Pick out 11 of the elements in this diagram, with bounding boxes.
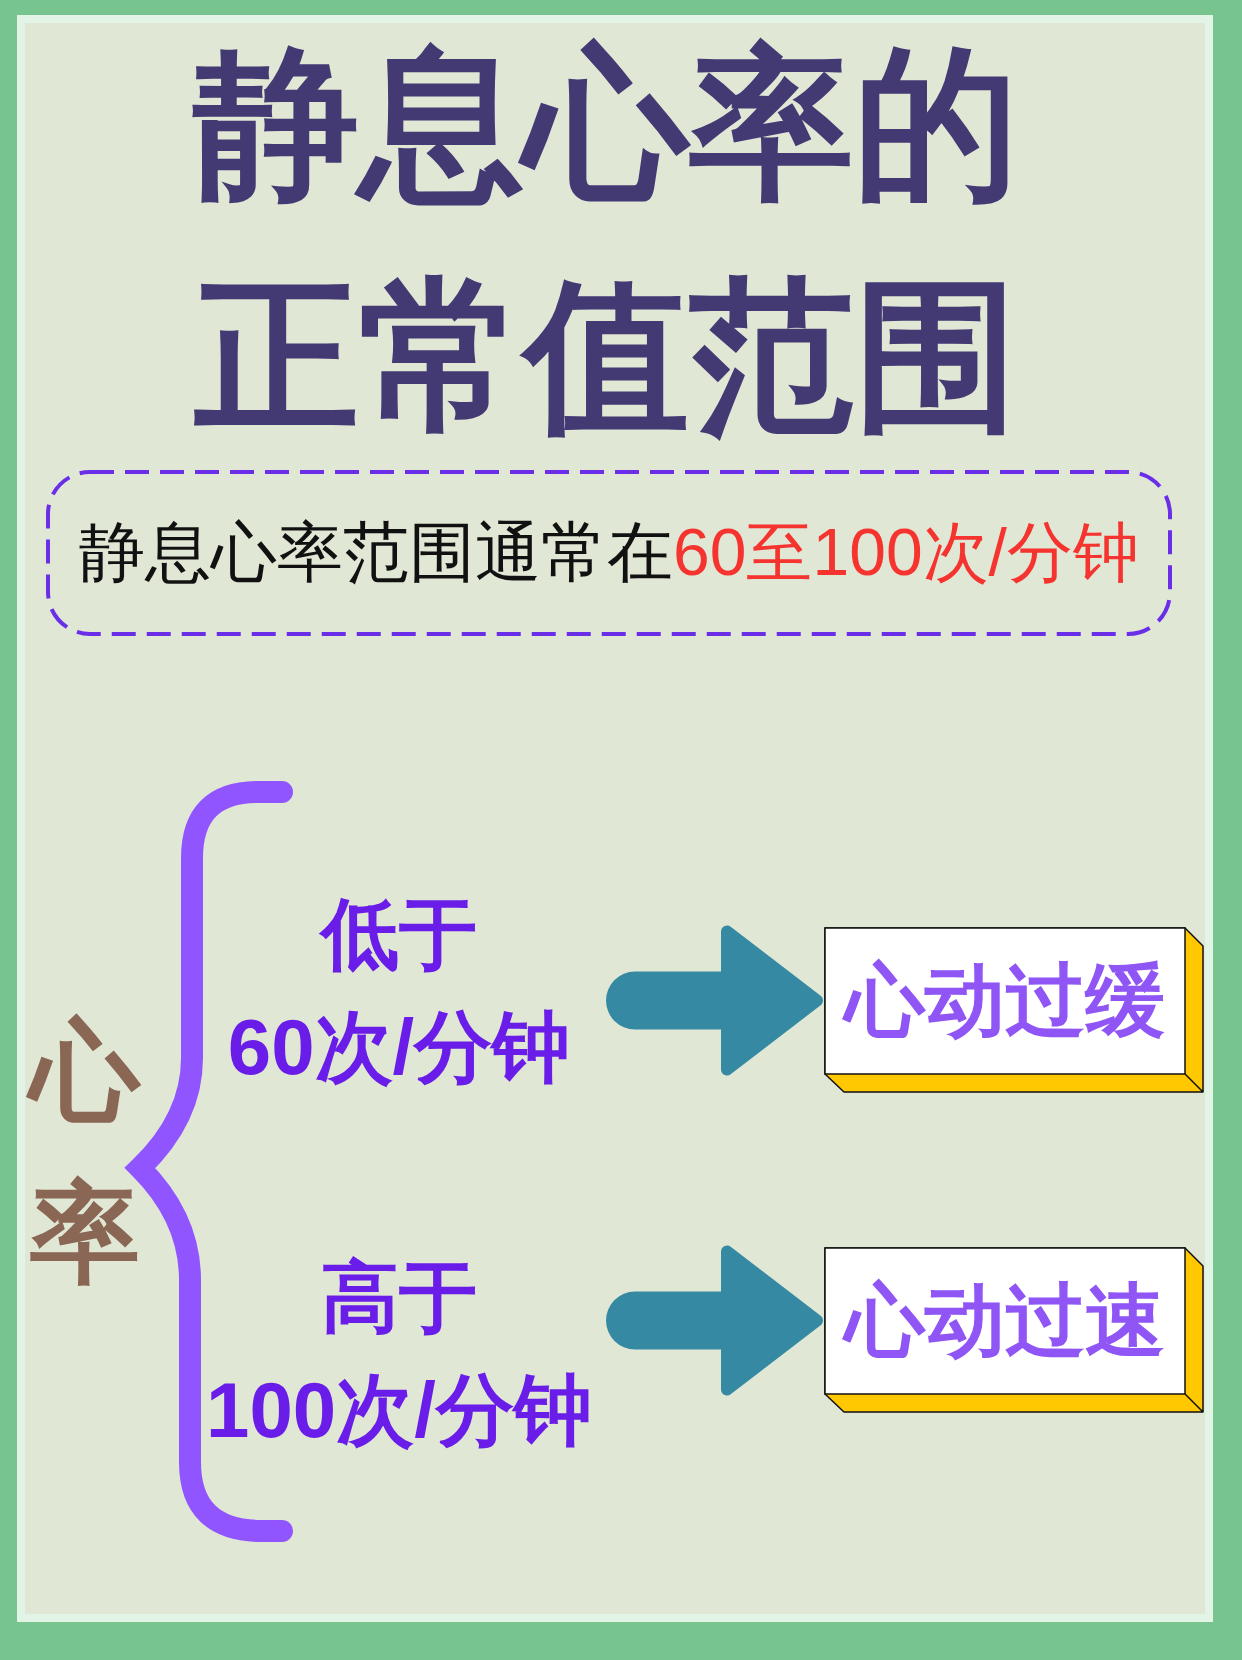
- result-box: [824, 1247, 1204, 1413]
- title: 静息心率的正常值范围: [191, 31, 1020, 450]
- result-text: 心动过速: [844, 1276, 1165, 1365]
- result-text: 心动过缓: [844, 956, 1165, 1045]
- arrow: [606, 1245, 824, 1396]
- result-box: [824, 927, 1204, 1093]
- condition-text: 低于60次/分钟: [192, 878, 606, 1104]
- note-text: 静息心率范围通常在60至100次/分钟: [79, 515, 1139, 591]
- note-box: [46, 470, 1172, 636]
- arrow: [606, 925, 824, 1076]
- condition-text: 高于100次/分钟: [192, 1241, 606, 1467]
